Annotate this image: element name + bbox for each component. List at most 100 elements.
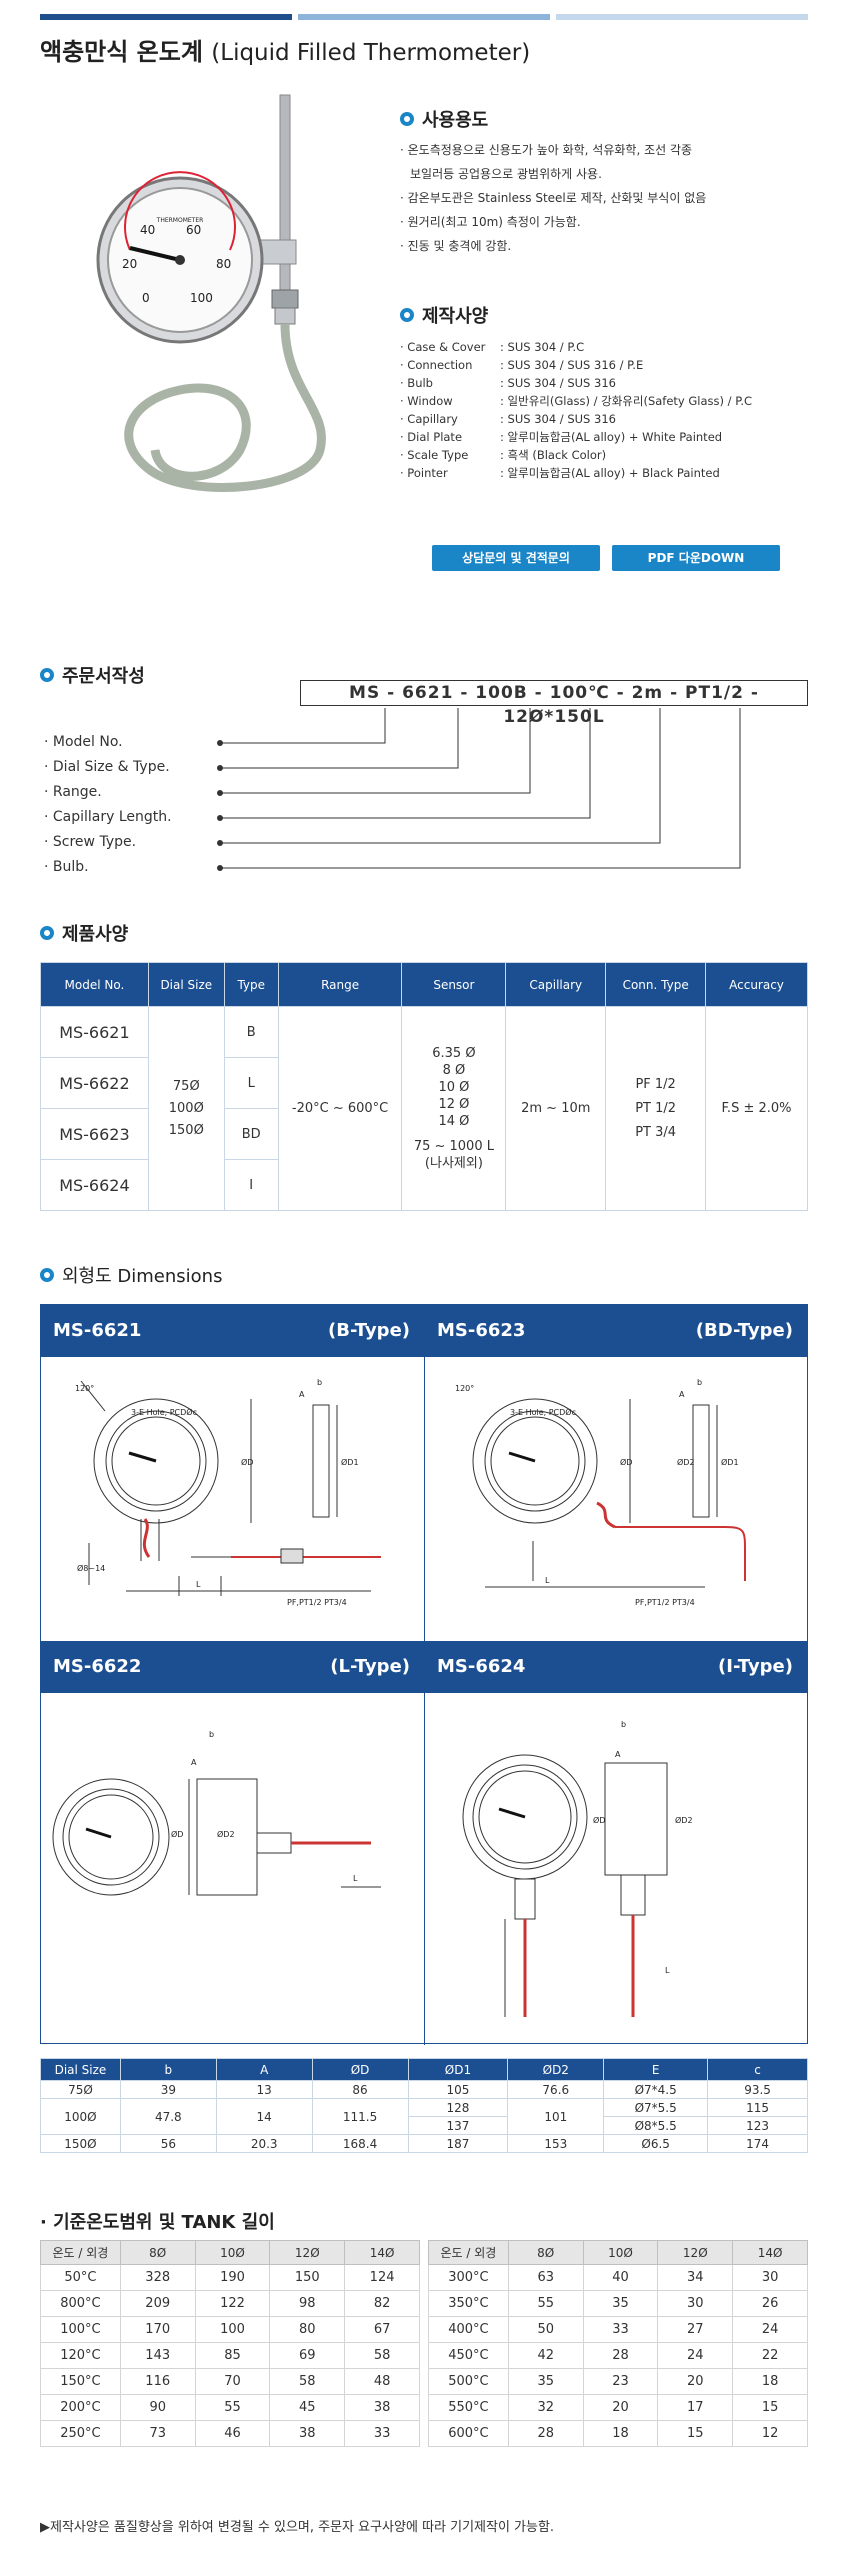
cell: 45 xyxy=(269,2394,346,2421)
spec-row: · Capillary: SUS 304 / SUS 316 xyxy=(400,410,752,428)
dim-type: (L-Type) xyxy=(330,1656,410,1677)
spec-row: · Bulb: SUS 304 / SUS 316 xyxy=(400,374,752,392)
d1-label: ØD1 xyxy=(721,1457,739,1467)
cell: 47.8 xyxy=(119,2098,217,2135)
cell: 153 xyxy=(507,2134,605,2153)
l-label: L xyxy=(196,1580,201,1589)
column-header: Capillary xyxy=(505,962,607,1007)
table-row: 100Ø 47.8 14 111.5 128 101 Ø7*5.5 115 xyxy=(40,2098,808,2135)
gauge-brand: THERMOMETER xyxy=(156,217,204,224)
footer-note: ▶제작사양은 품질향상을 위하여 변경될 수 있으며, 주문자 요구사양에 따라… xyxy=(40,2520,555,2535)
cell: 90 xyxy=(119,2394,196,2421)
product-spec-table: Model No. Dial Size Type Range Sensor Ca… xyxy=(40,962,808,1211)
cell: Ø7*5.5 xyxy=(603,2098,709,2117)
cell: 69 xyxy=(269,2342,346,2369)
screw-label: PF,PT1/2 PT3/4 xyxy=(635,1598,695,1607)
cell: 137 xyxy=(407,2116,509,2135)
cell: 116 xyxy=(119,2368,196,2395)
dim-head-6621: MS-6621 (B-Type) xyxy=(41,1305,424,1357)
pdf-download-button[interactable]: PDF 다운DOWN xyxy=(612,545,780,571)
b-label: b xyxy=(209,1730,214,1739)
cell: 168.4 xyxy=(311,2134,409,2153)
cell: 63 xyxy=(507,2264,584,2291)
cell: 32 xyxy=(507,2394,584,2421)
table-row: 137 Ø8*5.5 123 xyxy=(41,2116,808,2135)
cell: 15 xyxy=(732,2394,808,2421)
drawing-i-type: ØD ØD2 A b L xyxy=(462,1720,693,2017)
cell: 28 xyxy=(582,2342,659,2369)
bullet-ring-icon xyxy=(40,668,54,682)
order-label: · Model No. xyxy=(44,734,123,750)
table-header-row: Model No. Dial Size Type Range Sensor Ca… xyxy=(40,962,808,1007)
cell: 50 xyxy=(507,2316,584,2343)
cell: 20 xyxy=(582,2394,659,2421)
d-label: ØD xyxy=(171,1829,183,1839)
cell: 42 xyxy=(507,2342,584,2369)
column-header: 8Ø xyxy=(507,2240,584,2265)
a-label: A xyxy=(299,1390,305,1399)
order-labels: · Model No. · Dial Size & Type. · Range.… xyxy=(44,730,172,880)
inquiry-button[interactable]: 상담문의 및 견적문의 xyxy=(432,545,600,571)
cell: 98 xyxy=(269,2290,346,2317)
top-bar-mid xyxy=(298,14,550,20)
spec-row: · Dial Plate: 알루미늄합금(AL alloy) + White P… xyxy=(400,428,752,446)
order-label: · Screw Type. xyxy=(44,834,137,850)
cell: 50°C xyxy=(40,2264,121,2291)
cell: 200°C xyxy=(40,2394,121,2421)
cell: Ø6.5 xyxy=(603,2134,709,2153)
cell: 35 xyxy=(582,2290,659,2317)
bullet-ring-icon xyxy=(400,112,414,126)
cell: 150 xyxy=(269,2264,346,2291)
cell: 111.5 xyxy=(311,2098,409,2135)
spec-row: · Case & Cover: SUS 304 / P.C xyxy=(400,338,752,356)
drawing-b-type: 3-E Hole, PCDØc 120° ØD ØD1 A b L Ø8~14 … xyxy=(75,1378,381,1607)
column-header: Accuracy xyxy=(705,962,808,1007)
cell: 82 xyxy=(344,2290,420,2317)
cell: 56 xyxy=(119,2134,217,2153)
cell: 123 xyxy=(707,2116,808,2135)
dim-type: (BD-Type) xyxy=(695,1320,793,1341)
table-row: MS-6623 BD xyxy=(40,1108,808,1160)
cell: 170 xyxy=(119,2316,196,2343)
column-header: 14Ø xyxy=(344,2240,420,2265)
usage-item: · 온도측정용으로 신용도가 높아 화학, 석유화학, 조선 각종 xyxy=(400,143,693,157)
cell: 23 xyxy=(582,2368,659,2395)
cell: 13 xyxy=(215,2080,313,2099)
a-label: A xyxy=(615,1750,621,1759)
cell: 105 xyxy=(407,2080,509,2099)
cell: 187 xyxy=(407,2134,509,2153)
sensor-value: 8 Ø xyxy=(442,1063,466,1078)
table-header-row: 온도 / 외경 8Ø 10Ø 12Ø 14Ø xyxy=(40,2240,420,2265)
cell: 30 xyxy=(657,2290,734,2317)
d-label: ØD xyxy=(241,1457,253,1467)
d2-label: ØD2 xyxy=(677,1457,695,1467)
product-photo: THERMOMETER 0 20 40 60 80 100 xyxy=(96,94,326,492)
column-header: 14Ø xyxy=(732,2240,808,2265)
column-header: 10Ø xyxy=(582,2240,659,2265)
spec-row: · Scale Type: 흑색 (Black Color) xyxy=(400,446,752,464)
table-row: MS-6624 I xyxy=(40,1159,808,1211)
dial-size: 75Ø xyxy=(172,1078,200,1094)
cell: 34 xyxy=(657,2264,734,2291)
bullet-ring-icon xyxy=(400,308,414,322)
spec-key: · Dial Plate xyxy=(400,430,463,444)
cell: 38 xyxy=(344,2394,420,2421)
sensor-value: 75 ~ 1000 L xyxy=(413,1139,494,1154)
cell: 500°C xyxy=(428,2368,509,2395)
column-header: ØD xyxy=(311,2058,409,2081)
cell: 174 xyxy=(707,2134,808,2153)
order-heading-text: 주문서작성 xyxy=(62,666,145,687)
dim-head-6624: MS-6624 (I-Type) xyxy=(425,1641,807,1693)
gauge-tick-0: 0 xyxy=(142,291,150,305)
column-header: b xyxy=(119,2058,217,2081)
cell: 122 xyxy=(194,2290,271,2317)
cell: 80 xyxy=(269,2316,346,2343)
column-header: Type xyxy=(223,962,279,1007)
spec-key: · Case & Cover xyxy=(400,340,486,354)
cell: 100°C xyxy=(40,2316,121,2343)
